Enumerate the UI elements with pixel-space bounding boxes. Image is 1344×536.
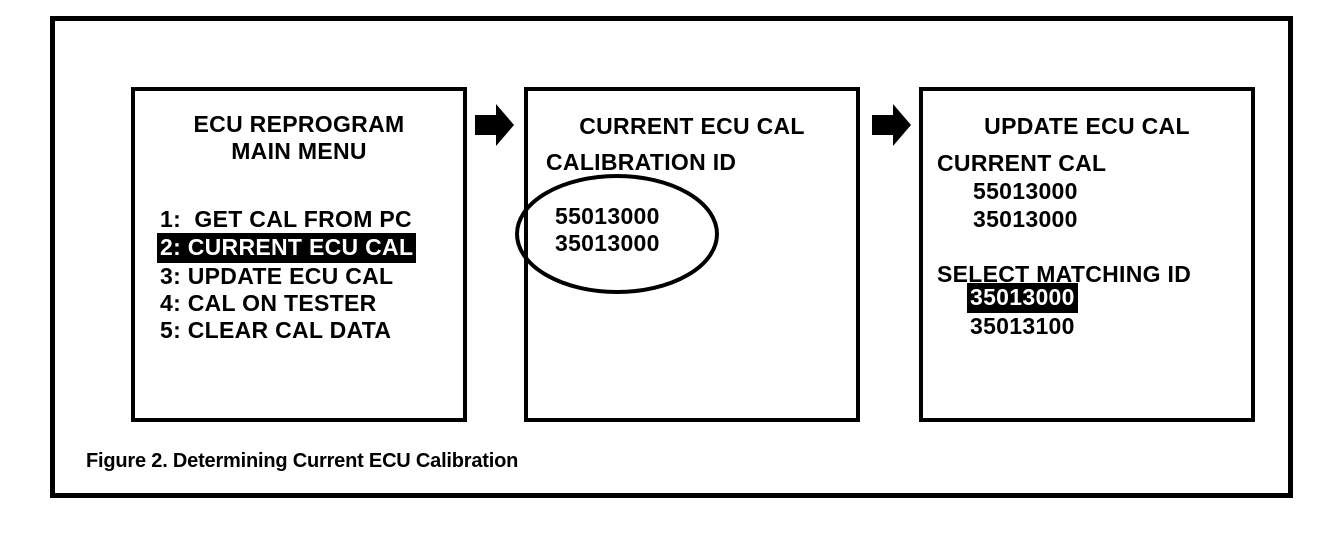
calibration-id-value-2: 35013000 xyxy=(555,230,660,256)
menu-item-current-ecu-cal[interactable]: 2: CURRENT ECU CAL xyxy=(157,233,417,263)
current-cal-value-1: 55013000 xyxy=(973,178,1078,204)
calibration-id-label: CALIBRATION ID xyxy=(546,149,737,175)
figure-caption: Figure 2. Determining Current ECU Calibr… xyxy=(86,450,519,472)
menu-item-cal-on-tester[interactable]: 4: CAL ON TESTER xyxy=(160,290,377,316)
menu-item-clear-cal-data[interactable]: 5: CLEAR CAL DATA xyxy=(160,317,392,343)
screen-panel-a: ECU REPROGRAM MAIN MENU 1: GET CAL FROM … xyxy=(131,87,467,422)
current-cal-value-2: 35013000 xyxy=(973,206,1078,232)
calibration-id-value-1: 55013000 xyxy=(555,203,660,229)
menu-item-get-cal-from-pc[interactable]: 1: GET CAL FROM PC xyxy=(160,206,412,232)
current-cal-label: CURRENT CAL xyxy=(937,150,1107,176)
select-matching-id-label: SELECT MATCHING ID xyxy=(937,261,1192,287)
panel-c-title: UPDATE ECU CAL xyxy=(984,113,1190,139)
panel-a-title-line-1: ECU REPROGRAM xyxy=(193,111,405,137)
screen-panel-c: UPDATE ECU CAL CURRENT CAL 55013000 3501… xyxy=(919,87,1255,422)
arrow-right-icon-a-to-b xyxy=(473,103,515,147)
matching-id-option-selected[interactable]: 35013000 xyxy=(967,283,1078,313)
panel-a-title-line-2: MAIN MENU xyxy=(231,138,367,164)
arrow-right-icon-b-to-c xyxy=(870,103,912,147)
menu-item-update-ecu-cal[interactable]: 3: UPDATE ECU CAL xyxy=(160,263,394,289)
matching-id-option-2[interactable]: 35013100 xyxy=(970,313,1075,339)
panel-b-title: CURRENT ECU CAL xyxy=(579,113,805,139)
screen-panel-b: CURRENT ECU CAL CALIBRATION ID 55013000 … xyxy=(524,87,860,422)
